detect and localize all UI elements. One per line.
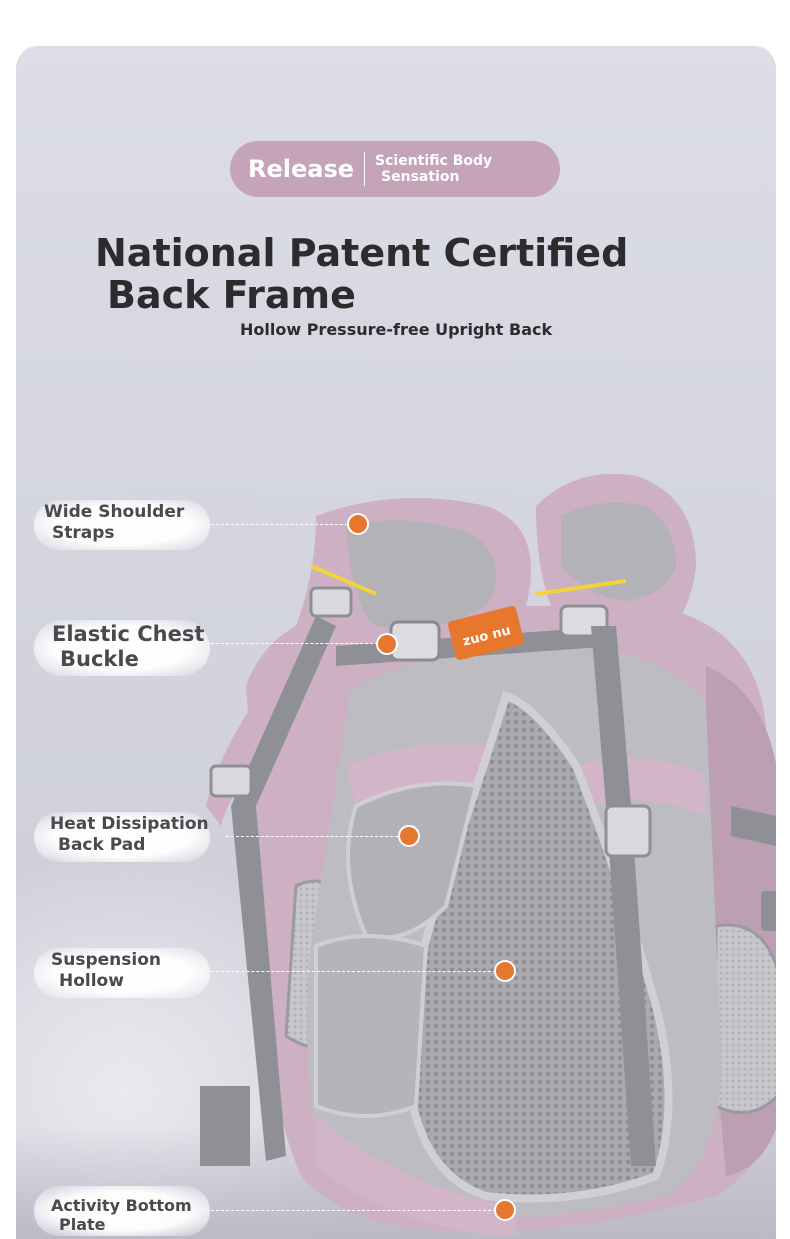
chest-buckle bbox=[389, 620, 441, 662]
callout-leader-line bbox=[206, 524, 348, 525]
callout-label-line2: Hollow bbox=[59, 971, 124, 991]
callout-label: Wide Shoulder Straps bbox=[44, 502, 184, 544]
callout-leader-line bbox=[206, 971, 496, 972]
callout-pill bbox=[34, 620, 210, 676]
callout-label: Heat Dissipation Back Pad bbox=[50, 814, 209, 856]
badge-main-label: Release bbox=[248, 155, 355, 183]
callout-label: Activity Bottom Plate bbox=[51, 1196, 192, 1234]
side-mesh-pocket-right bbox=[714, 923, 776, 1115]
page-title: National Patent Certified Back Frame bbox=[95, 232, 628, 316]
callout-label-line1: Elastic Chest bbox=[52, 622, 205, 646]
callout-pill bbox=[34, 948, 210, 998]
callout-marker-dot[interactable] bbox=[398, 825, 420, 847]
webbing-right bbox=[591, 626, 656, 1166]
strap-adjuster-right bbox=[604, 804, 652, 858]
callout-pill bbox=[34, 812, 210, 862]
page-title-line2: Back Frame bbox=[107, 273, 356, 317]
callout-label-line1: Heat Dissipation bbox=[50, 814, 209, 834]
callout-label: Elastic Chest Buckle bbox=[52, 622, 204, 672]
badge-sub-label: Scientific Body Sensation bbox=[375, 153, 492, 185]
backpack-illustration: zuo nu bbox=[200, 474, 776, 1236]
callout-label: Suspension Hollow bbox=[51, 950, 161, 992]
callout-marker-dot[interactable] bbox=[494, 1199, 516, 1221]
webbing-left bbox=[231, 616, 336, 1161]
strap-adjuster-left bbox=[209, 764, 253, 798]
callout-marker-dot[interactable] bbox=[494, 960, 516, 982]
callout-label-line2: Straps bbox=[52, 523, 115, 543]
badge-sub-line2: Sensation bbox=[381, 169, 460, 185]
callout-label-line2: Plate bbox=[59, 1215, 106, 1234]
callout-label-line1: Activity Bottom bbox=[51, 1196, 192, 1215]
callout-label-line2: Buckle bbox=[60, 647, 139, 671]
callout-marker-dot[interactable] bbox=[376, 633, 398, 655]
page-title-line1: National Patent Certified bbox=[95, 231, 629, 275]
callout-marker-dot[interactable] bbox=[347, 513, 369, 535]
callout-label-line1: Suspension bbox=[51, 950, 161, 970]
back-frame-edge bbox=[346, 743, 486, 806]
badge-sub-line1: Scientific Body bbox=[375, 153, 493, 169]
page-subtitle: Hollow Pressure-free Upright Back bbox=[240, 320, 553, 339]
callout-leader-line bbox=[206, 643, 378, 644]
side-pad-left bbox=[346, 781, 479, 940]
callout-pill bbox=[34, 1186, 210, 1236]
badge-divider bbox=[364, 152, 366, 186]
callout-pill bbox=[34, 500, 210, 550]
product-card: zuo nu Release Scientific Body Sensation… bbox=[16, 46, 776, 1239]
release-badge: Release Scientific Body Sensation bbox=[230, 141, 560, 197]
callout-label-line1: Wide Shoulder bbox=[44, 502, 185, 522]
callout-label-line2: Back Pad bbox=[58, 835, 146, 855]
brand-tag bbox=[448, 605, 524, 661]
callout-leader-line bbox=[206, 1210, 496, 1211]
callout-leader-line bbox=[226, 836, 398, 837]
